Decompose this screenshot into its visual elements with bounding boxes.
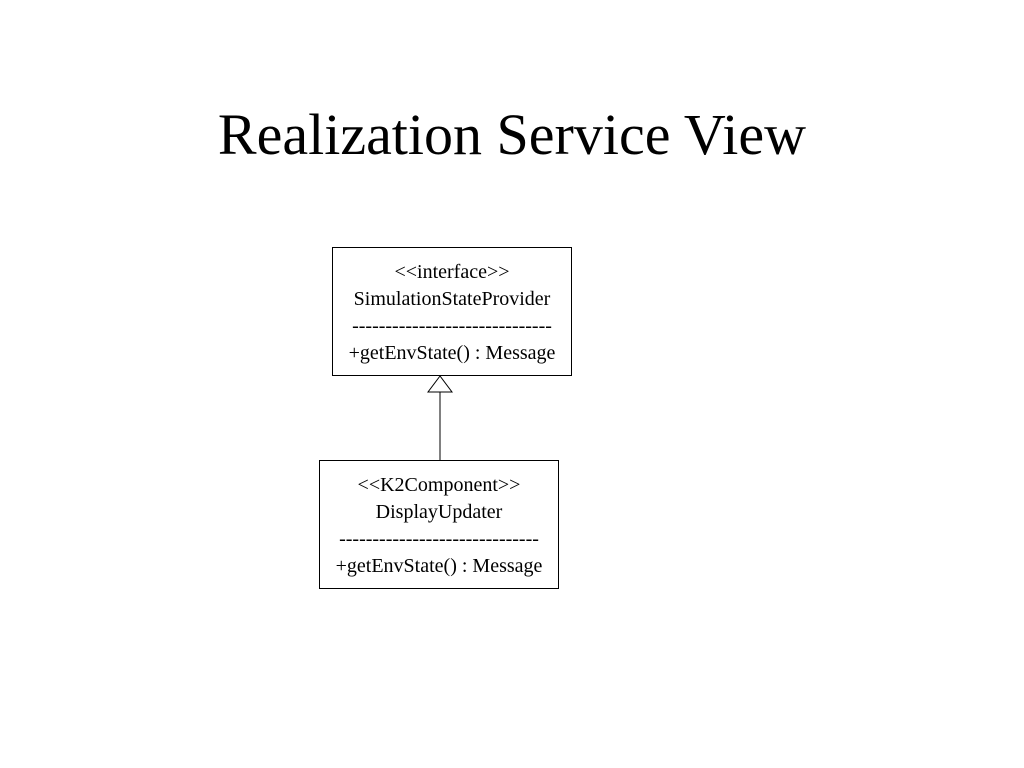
interface-separator: ------------------------------	[352, 315, 552, 337]
interface-box-simulation-state-provider[interactable]: <<interface>> SimulationStateProvider --…	[332, 247, 572, 376]
component-box-display-updater[interactable]: <<K2Component>> DisplayUpdater ---------…	[319, 460, 559, 589]
interface-stereotype: <<interface>>	[394, 261, 510, 283]
realization-arrowhead	[427, 375, 453, 393]
component-separator: ------------------------------	[339, 528, 539, 550]
component-name: DisplayUpdater	[375, 501, 503, 523]
page-title: Realization Service View	[217, 102, 807, 167]
interface-name: SimulationStateProvider	[353, 288, 551, 310]
component-operation: +getEnvState() : Message	[335, 555, 543, 577]
component-stereotype: <<K2Component>>	[357, 474, 521, 496]
interface-operation: +getEnvState() : Message	[348, 342, 556, 364]
